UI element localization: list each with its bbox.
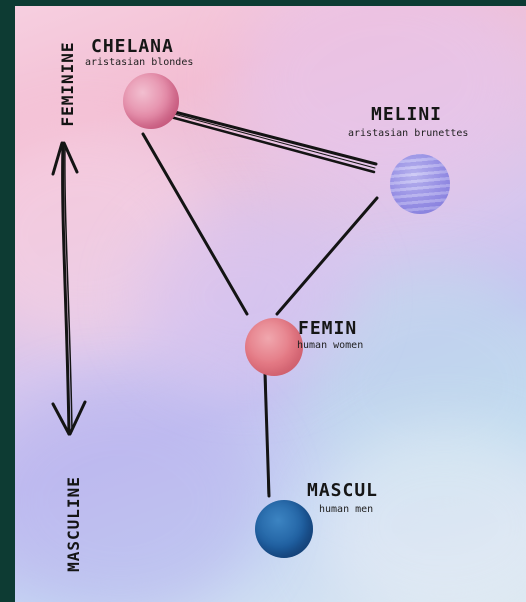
node-subtitle-femin: human women — [297, 340, 363, 351]
node-title-chelana: CHELANA — [91, 36, 174, 57]
connector-femin-mascul — [265, 374, 269, 496]
connector-chelana-melini — [167, 110, 376, 172]
connector-melini-femin — [277, 198, 377, 314]
node-subtitle-melini: aristasian brunettes — [348, 128, 468, 139]
node-title-melini: MELINI — [371, 104, 442, 125]
node-title-femin: FEMIN — [298, 318, 357, 339]
node-subtitle-chelana: aristasian blondes — [85, 57, 193, 68]
node-subtitle-mascul: human men — [319, 504, 373, 515]
node-orb-chelana — [123, 73, 179, 129]
diagram-canvas: FEMININE MASCULINE CHELANA aristasian bl… — [15, 6, 526, 602]
node-title-mascul: MASCUL — [307, 480, 378, 501]
axis-label-masculine: MASCULINE — [64, 469, 84, 579]
axis-label-feminine: FEMININE — [58, 29, 78, 139]
node-orb-melini — [390, 154, 450, 214]
node-orb-femin — [245, 318, 303, 376]
node-orb-mascul — [255, 500, 313, 558]
feminine-masculine-arrow — [53, 143, 85, 434]
connector-chelana-femin — [143, 134, 247, 314]
